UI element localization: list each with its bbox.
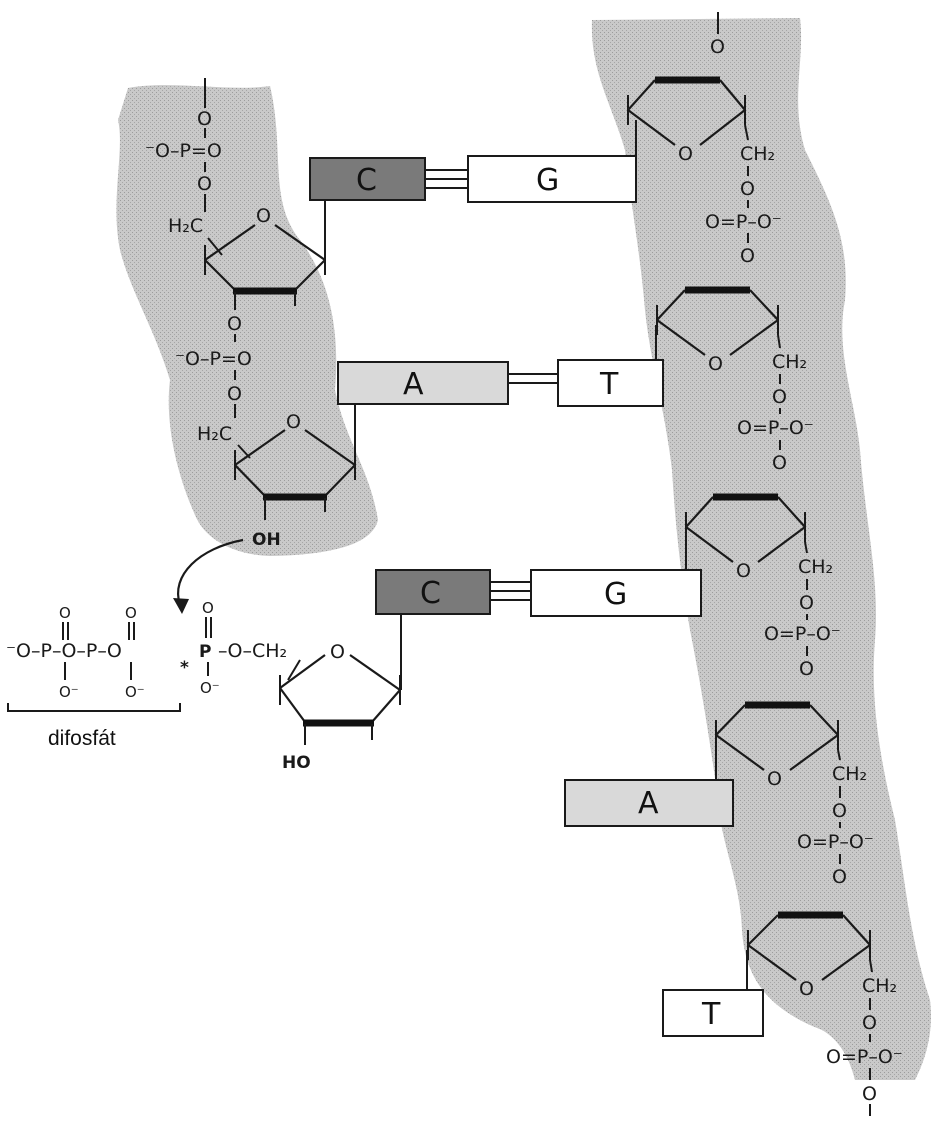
oxygen-label: O [197, 108, 212, 130]
base-letter: A [403, 367, 424, 402]
oxygen-label: O [202, 599, 214, 617]
oxygen-label: O [772, 386, 787, 408]
deoxyribose-ring-2: O [234, 411, 356, 520]
phosphate-right-5: O=P–O⁻ [826, 1046, 903, 1068]
incoming-nucleotide: O O O ⁻O–P–O–P–O * P –O–CH₂ O⁻ O⁻ O⁻ [6, 599, 401, 773]
deoxyribose-ring-r1: O [627, 76, 746, 165]
base-adenine [564, 779, 734, 827]
o-ch2-link: –O–CH₂ [218, 640, 287, 662]
ch2-label: CH₂ [832, 763, 867, 785]
deoxyribose-ring-1: O [204, 205, 326, 310]
phosphate-right-1: O=P–O⁻ [705, 211, 782, 233]
deoxyribose-ring-r4: O [715, 701, 839, 790]
deoxyribose-ring-r2: O [656, 286, 779, 375]
difosfat-label: difosfát [48, 727, 116, 750]
o-minus-label: O⁻ [125, 683, 145, 701]
star-marker: * [180, 658, 189, 678]
o-minus-label: O⁻ [200, 679, 220, 697]
oxygen-label: O [862, 1083, 877, 1105]
base-letter: C [356, 163, 377, 198]
left-strand-shading [116, 85, 378, 556]
oxygen-label: O [710, 36, 725, 58]
unpaired-base-thymine: T [662, 950, 764, 1037]
attack-arrow [177, 538, 244, 606]
oxygen-label: O [59, 604, 71, 622]
base-thymine [557, 359, 664, 407]
base-pair-1: C G [309, 120, 637, 203]
ring-oxygen: O [256, 205, 271, 227]
base-guanine [467, 155, 637, 203]
right-strand: O O CH₂ O O=P–O⁻ O O [627, 12, 903, 1116]
base-letter: T [701, 997, 721, 1032]
alpha-phosphorus: P [199, 642, 211, 662]
base-letter: A [638, 786, 659, 821]
oxygen-label: O [832, 800, 847, 822]
ch2-label: CH₂ [862, 975, 897, 997]
base-pair-3: C G [375, 525, 702, 690]
oxygen-label: O [740, 178, 755, 200]
base-letter: G [604, 577, 627, 612]
deoxyribose-ring-r5: O [747, 911, 871, 1000]
ring-oxygen: O [708, 353, 723, 375]
phosphate-left-1: ⁻O–P=O [145, 140, 222, 162]
right-strand-shading [591, 18, 932, 1080]
phosphate-left-2: ⁻O–P=O [175, 348, 252, 370]
oxygen-label: O [227, 313, 242, 335]
ch2-label: H₂C [197, 423, 232, 445]
ch2-label: H₂C [168, 215, 203, 237]
ring-oxygen: O [330, 641, 345, 663]
hydroxyl-incoming: HO [282, 753, 311, 773]
oxygen-label: O [227, 383, 242, 405]
arrow-head [173, 598, 189, 614]
ch2-label: CH₂ [798, 556, 833, 578]
base-letter: G [536, 163, 559, 198]
ch2-label: CH₂ [740, 143, 775, 165]
oxygen-label: O [125, 604, 137, 622]
oxygen-label: O [799, 592, 814, 614]
base-pair-2: A T [337, 325, 664, 407]
ring-oxygen: O [286, 411, 301, 433]
deoxyribose-ring-r3: O [685, 493, 806, 582]
ch2-label: CH₂ [772, 351, 807, 373]
phosphate-right-2: O=P–O⁻ [737, 417, 814, 439]
base-letter: C [420, 576, 441, 611]
oxygen-label: O [197, 173, 212, 195]
base-cytosine [375, 569, 491, 615]
deoxyribose-ring-incoming: O [279, 641, 401, 745]
ring-oxygen: O [799, 978, 814, 1000]
base-guanine [530, 569, 702, 617]
ring-oxygen: O [767, 768, 782, 790]
o-minus-label: O⁻ [59, 683, 79, 701]
oxygen-label: O [772, 452, 787, 474]
ring-oxygen: O [678, 143, 693, 165]
phosphate-right-4: O=P–O⁻ [797, 831, 874, 853]
left-strand: O ⁻O–P=O O H₂C O O ⁻O–P=O O H₂C [145, 78, 356, 550]
base-thymine [662, 989, 764, 1037]
base-letter: T [599, 367, 619, 402]
ring-oxygen: O [736, 560, 751, 582]
oxygen-label: O [862, 1012, 877, 1034]
oxygen-label: O [832, 866, 847, 888]
hydroxyl-3-prime: OH [252, 530, 281, 550]
oxygen-label: O [740, 245, 755, 267]
unpaired-base-adenine: A [564, 745, 734, 827]
difosfat-bracket [7, 703, 181, 712]
triphosphate-chain: ⁻O–P–O–P–O [6, 640, 122, 662]
oxygen-label: O [799, 658, 814, 680]
phosphate-right-3: O=P–O⁻ [764, 623, 841, 645]
